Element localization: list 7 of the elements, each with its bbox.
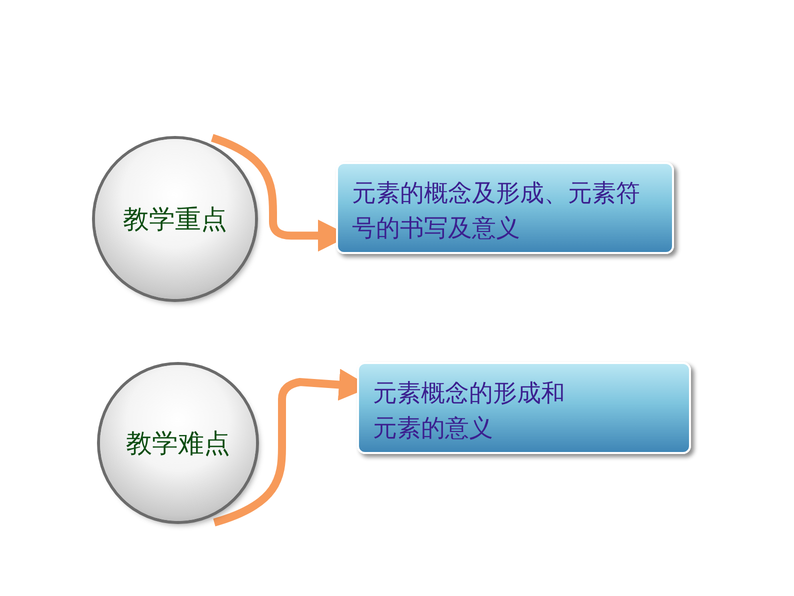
- sphere-label: 教学重点: [123, 204, 227, 236]
- card-text: 元素的概念及形成、元素符号的书写及意义: [352, 178, 641, 244]
- card-text: 元素概念的形成和元素的意义: [373, 378, 566, 444]
- text-card: [336, 162, 674, 254]
- sphere: [95, 139, 255, 299]
- sphere-label: 教学难点: [126, 428, 230, 460]
- text-card: [357, 362, 691, 454]
